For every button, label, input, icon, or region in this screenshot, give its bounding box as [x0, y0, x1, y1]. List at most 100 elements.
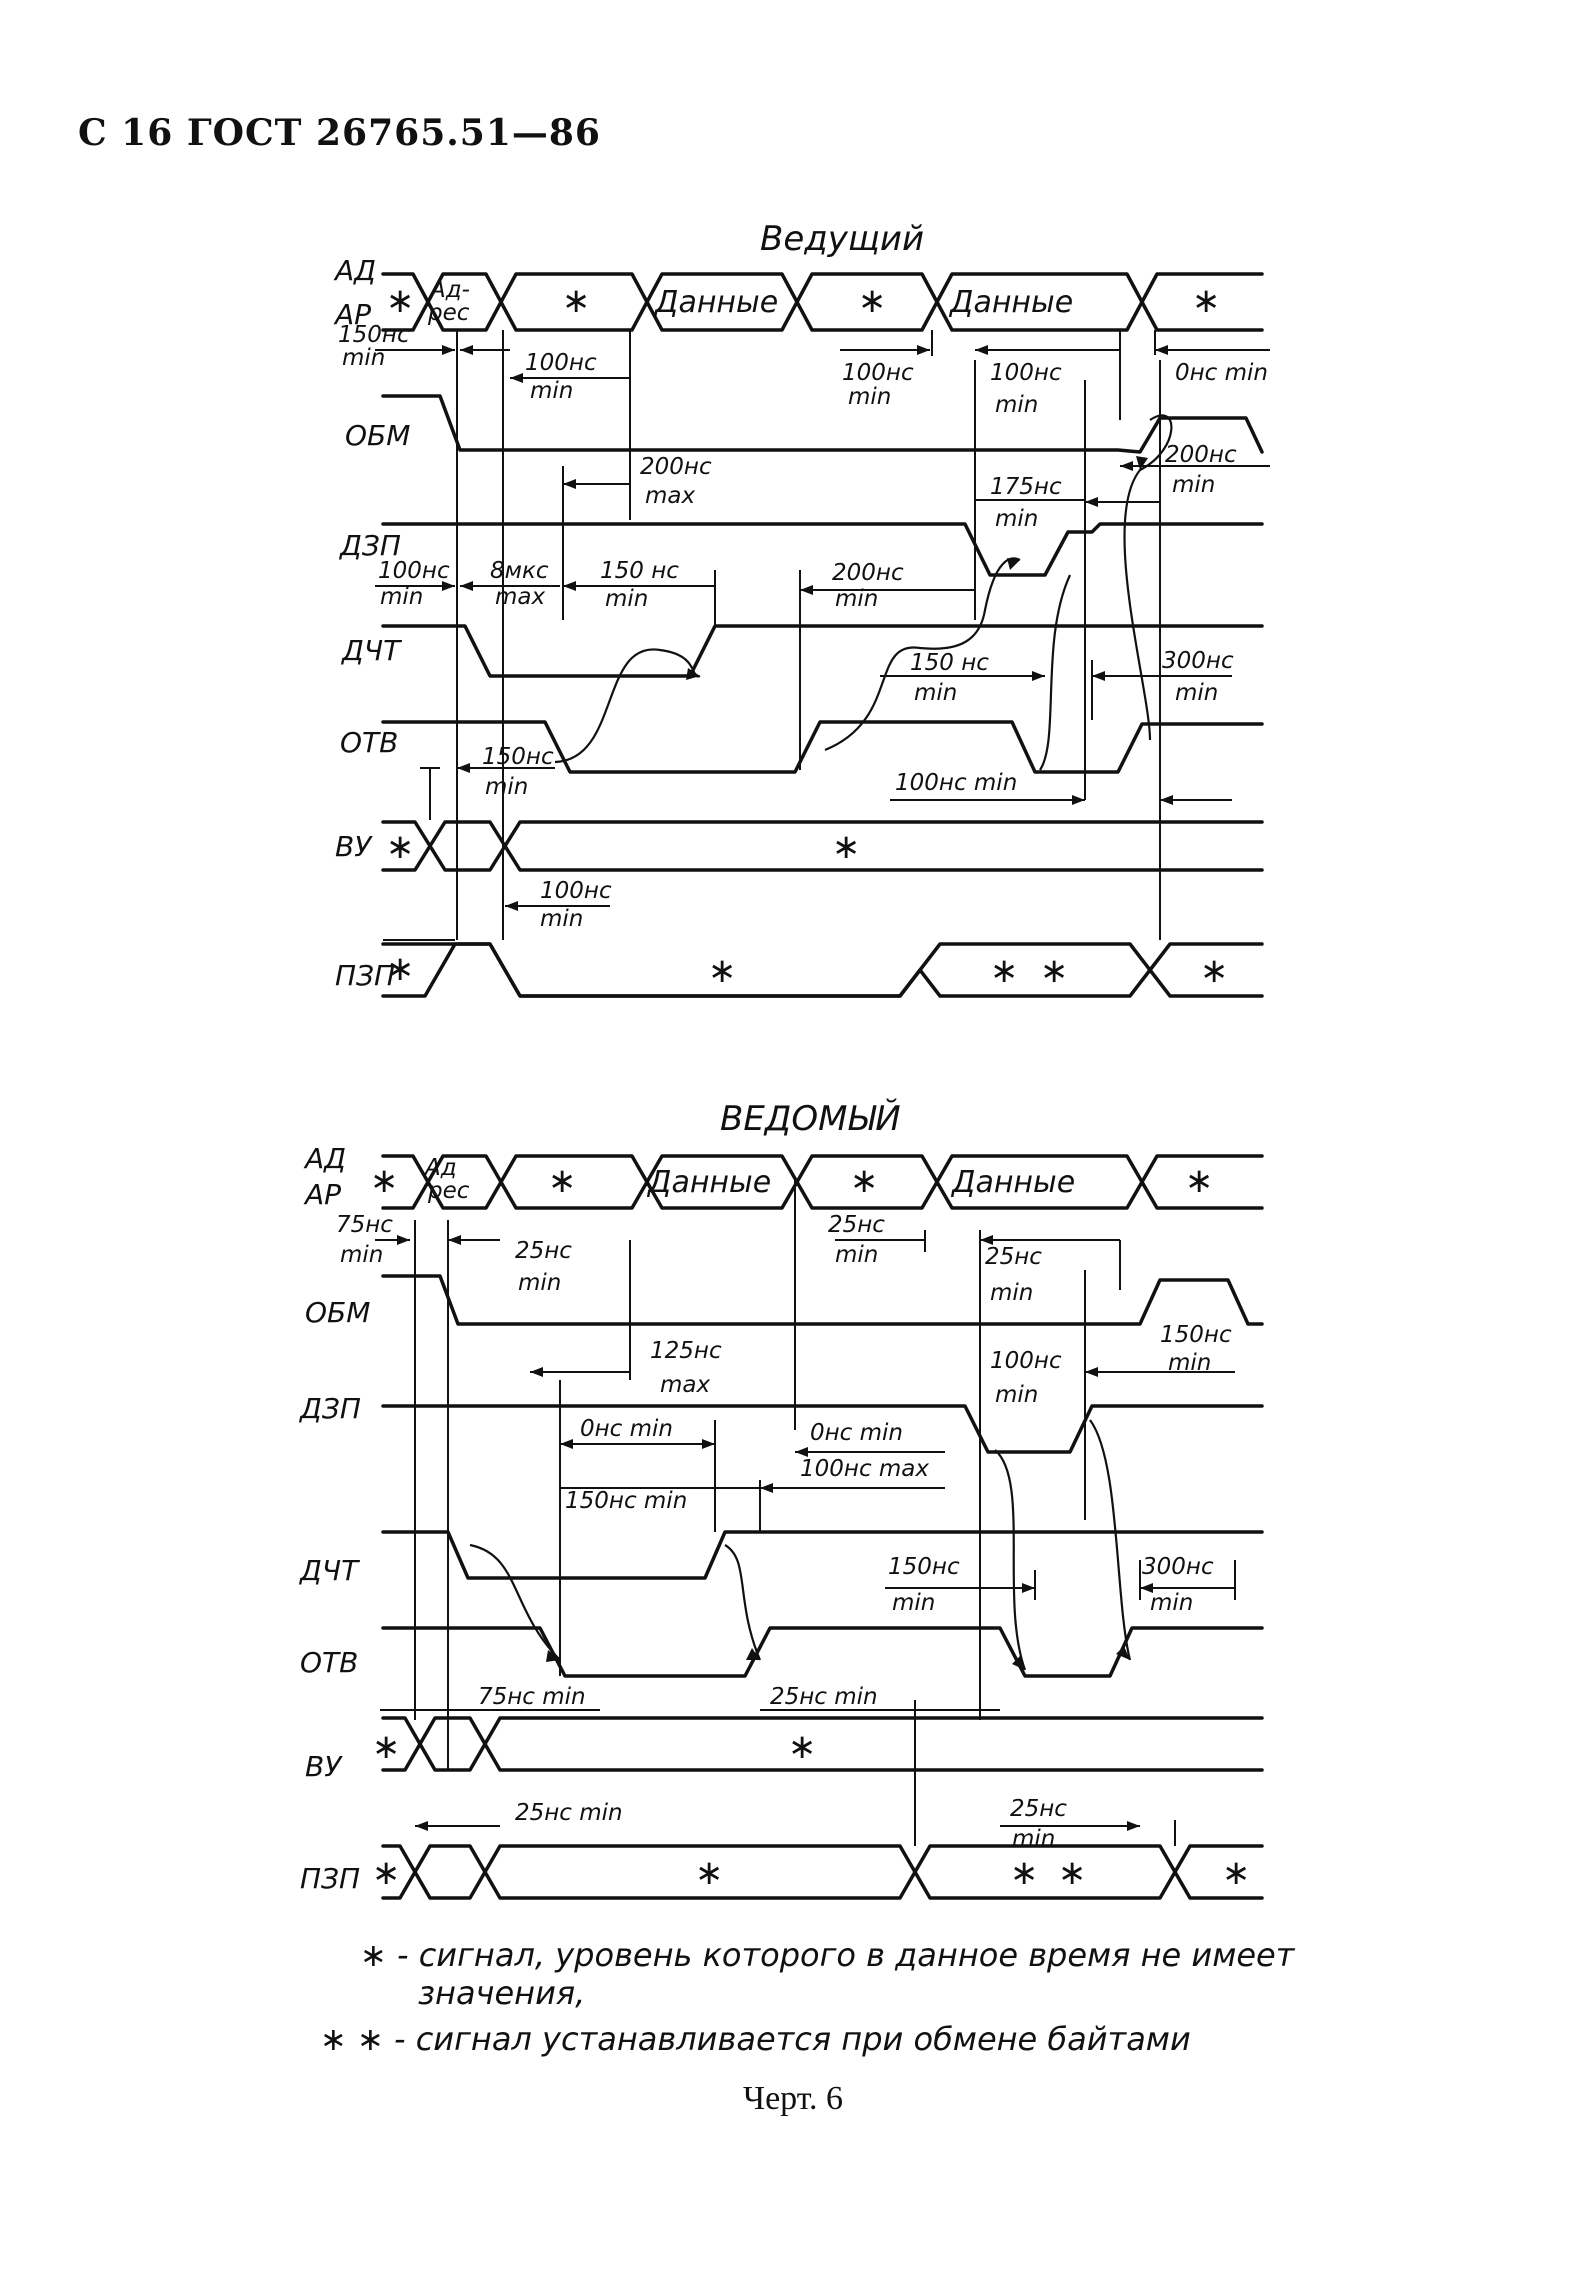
master-timing-10-bottom: max — [495, 584, 545, 610]
master-bus-star-3: ∗ — [858, 281, 887, 321]
slave-signal-pzp: ПЗП — [300, 1862, 360, 1895]
master-timing-15-bottom: min — [485, 774, 528, 800]
master-otv-waveform — [381, 720, 1264, 774]
master-signal-dcht: ДЧТ — [340, 634, 402, 667]
master-timing-7-top: 200нс — [1165, 442, 1237, 468]
page-header: С 16 ГОСТ 26765.51—86 — [78, 112, 601, 154]
master-bus-star-2: ∗ — [562, 281, 591, 321]
slave-timing-5-bottom: max — [660, 1372, 710, 1398]
slave-timing-1-bottom: min — [340, 1242, 383, 1268]
slave-signal-obm: ОБМ — [305, 1296, 370, 1329]
master-bus-waveform — [381, 272, 1264, 332]
master-dcht-waveform — [381, 624, 1264, 678]
master-timing-17-bottom: min — [540, 906, 583, 932]
master-title: Ведущий — [760, 219, 924, 259]
master-pzp-star-3: ∗ — [1040, 951, 1069, 991]
slave-obm-waveform — [381, 1274, 1264, 1326]
master-timing-5-top: 0нс min — [1175, 360, 1268, 386]
slave-vu-star-1: ∗ — [372, 1727, 401, 1767]
master-obm-waveform — [381, 394, 1264, 454]
slave-pzp-star-2: ∗ — [695, 1853, 724, 1893]
master-pzp-star-1: ∗ — [708, 951, 737, 991]
master-bus-address-2: рес — [427, 300, 470, 326]
master-vu-star-2: ∗ — [832, 827, 861, 867]
slave-signal-vu: ВУ — [305, 1750, 343, 1783]
slave-pzp-star-5: ∗ — [1222, 1853, 1251, 1893]
slave-timing-10-top: 150нс min — [565, 1488, 687, 1514]
slave-timing-9-top: 0нс min — [810, 1420, 903, 1446]
master-timing-2-top: 100нс — [525, 350, 597, 376]
master-pzp-waveform — [381, 942, 1264, 998]
master-timing-3-top: 100нс — [842, 360, 914, 386]
slave-bus-star-3: ∗ — [850, 1161, 879, 1201]
slave-timing-1-top: 75нс — [336, 1212, 393, 1238]
master-timing-12-top: 200нс — [832, 560, 904, 586]
master-timing-11-bottom: min — [605, 586, 648, 612]
master-bus-star-1: ∗ — [386, 281, 415, 321]
master-timing-8-top: 175нс — [990, 474, 1062, 500]
master-vu-waveform — [381, 820, 1264, 872]
master-timing-13-top: 150 нс — [910, 650, 989, 676]
master-timing-1-top: 150нс — [338, 322, 410, 348]
slave-timing-6-bottom: min — [1168, 1350, 1211, 1376]
master-timing-2-bottom: min — [530, 378, 573, 404]
slave-timing-4-top: 25нс — [985, 1244, 1042, 1270]
slave-vu-waveform — [381, 1716, 1264, 1772]
master-signal-pzp: ПЗП — [335, 959, 395, 992]
master-signal-vu: ВУ — [335, 830, 373, 863]
legend-line-2: значения, — [418, 1974, 585, 2012]
slave-title: ВЕДОМЫЙ — [720, 1098, 901, 1139]
slave-timing-15-top: 25нс min — [515, 1800, 623, 1826]
slave-timing-9-bottom: 100нс max — [800, 1456, 929, 1482]
slave-signal-ad: АД — [303, 1142, 346, 1175]
master-timing-3-bottom: min — [848, 384, 891, 410]
slave-bus-waveform — [381, 1154, 1264, 1210]
slave-pzp-star-4: ∗ — [1058, 1853, 1087, 1893]
slave-timing-11-bottom: min — [892, 1590, 935, 1616]
master-timing-14-top: 300нс — [1162, 648, 1234, 674]
master-timing-9-top: 100нс — [378, 558, 450, 584]
slave-timing-14-top: 25нс min — [770, 1684, 878, 1710]
master-signal-ar: АР — [333, 298, 371, 331]
master-signal-ad: АД — [333, 254, 376, 287]
slave-bus-star-4: ∗ — [1185, 1161, 1214, 1201]
slave-timing-5-top: 125нс — [650, 1338, 722, 1364]
slave-timing-2-bottom: min — [518, 1270, 561, 1296]
slave-pzp-star-1: ∗ — [372, 1853, 401, 1893]
slave-vu-star-2: ∗ — [788, 1727, 817, 1767]
slave-bus-address-1: Ад — [423, 1155, 457, 1181]
slave-timing-7-bottom: min — [995, 1382, 1038, 1408]
master-timing-7-bottom: min — [1172, 472, 1215, 498]
master-vu-star-1: ∗ — [386, 827, 415, 867]
slave-timing-12-bottom: min — [1150, 1590, 1193, 1616]
slave-timing-8-top: 0нс min — [580, 1416, 673, 1442]
slave-timing-13-top: 75нс min — [478, 1684, 586, 1710]
slave-bus-data-1: Данные — [646, 1165, 771, 1200]
master-timing-10-top: 8мкс — [490, 558, 549, 584]
master-signal-dzp: ДЗП — [338, 529, 401, 562]
slave-bus-address-2: рес — [427, 1178, 470, 1204]
master-timing-13-bottom: min — [914, 680, 957, 706]
slave-pzp-star-3: ∗ — [1010, 1853, 1039, 1893]
slave-timing-11-top: 150нс — [888, 1554, 960, 1580]
slave-timing-6-top: 150нс — [1160, 1322, 1232, 1348]
slave-dzp-waveform — [381, 1404, 1264, 1454]
master-timing-6-top: 200нс — [640, 454, 712, 480]
slave-timing-16-top: 25нс — [1010, 1796, 1067, 1822]
slave-timing-2-top: 25нс — [515, 1238, 572, 1264]
master-bus-data-2: Данные — [948, 285, 1073, 320]
figure-caption: Черт. 6 — [742, 2080, 844, 2117]
master-signal-otv: ОТВ — [340, 726, 398, 759]
master-timing-15-top: 150нс — [482, 744, 554, 770]
master-timing-8-bottom: min — [995, 506, 1038, 532]
master-timing-4-top: 100нс — [990, 360, 1062, 386]
master-timing-14-bottom: min — [1175, 680, 1218, 706]
master-timing-6-bottom: max — [645, 483, 695, 509]
master-bus-address-1: Ад- — [428, 277, 470, 303]
master-vu-star-0: ∗ — [386, 949, 415, 989]
slave-otv-waveform — [381, 1626, 1264, 1678]
slave-timing-3-top: 25нс — [828, 1212, 885, 1238]
legend-line-3: ∗ ∗ - сигнал устанавливается при обмене … — [320, 2020, 1191, 2058]
master-timing-12-bottom: min — [835, 586, 878, 612]
